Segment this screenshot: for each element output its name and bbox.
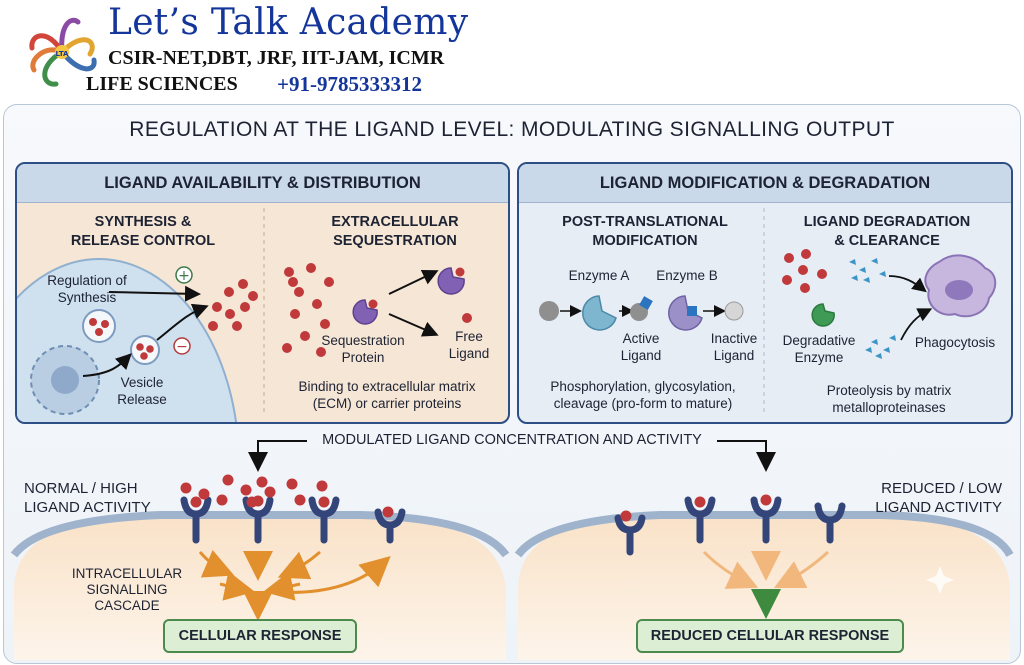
brand-exams: CSIR-NET,DBT, JRF, IIT-JAM, ICMR	[108, 47, 445, 69]
phagocyte-nucleus	[945, 280, 973, 300]
enzyme-a-icon	[582, 295, 617, 331]
modification-illustration	[539, 208, 997, 414]
modulation-right-arrow	[717, 440, 776, 472]
cellular-response-box: CELLULAR RESPONSE	[163, 619, 357, 653]
active-ligand-icon	[630, 303, 648, 321]
logo-emblem-icon: LTA	[29, 18, 97, 87]
ptm-caption: Phosphorylation, glycosylation,cleavage …	[550, 379, 736, 411]
left-free-ligands	[180, 474, 328, 508]
modulated-ligand-label: MODULATED LIGAND CONCENTRATION AND ACTIV…	[308, 432, 716, 448]
enzyme-b-label: Enzyme B	[656, 268, 718, 283]
pro-ligand-icon	[539, 301, 559, 321]
plus-sign: +	[178, 268, 190, 284]
reduced-response-box: REDUCED CELLULAR RESPONSE	[636, 619, 904, 653]
released-ligands	[208, 279, 258, 331]
release-arrow	[156, 303, 209, 341]
ligand-fragments-top	[849, 258, 886, 283]
sparkle-icon	[926, 566, 954, 594]
sequestered-ligands	[282, 263, 334, 357]
inactive-ligand-icon	[724, 301, 744, 321]
left-cascade-arrows	[198, 549, 391, 621]
modification-tag-icon	[639, 296, 653, 310]
phagocytosis-label: Phagocytosis	[914, 335, 996, 350]
right-bound-ligands	[620, 494, 772, 522]
degradation-title: LIGAND DEGRADATION& CLEARANCE	[803, 214, 971, 249]
vesicle-path-arrow	[82, 353, 132, 377]
positive-regulation-icon	[175, 266, 193, 284]
brand-subject: LIFE SCIENCES	[86, 73, 238, 95]
vesicle-lower	[130, 335, 160, 365]
nucleolus	[51, 366, 79, 394]
synthesis-arrow	[108, 285, 201, 302]
brand-phone: +91-9785333312	[277, 72, 422, 96]
to-phagocyte-arrow	[888, 275, 927, 293]
negative-regulation-icon	[173, 337, 191, 355]
modulation-left-arrow	[248, 440, 307, 472]
fragments-arrow	[900, 308, 933, 341]
to-free-ligand-arrow	[388, 313, 439, 337]
academy-logo: LTA	[18, 8, 106, 96]
bound-carrier-icon	[437, 267, 465, 295]
release-free-arrow	[388, 269, 439, 295]
degradative-enzyme-icon	[811, 303, 835, 327]
enzyme-b-icon	[668, 295, 703, 331]
right-cascade-arrows	[702, 550, 830, 589]
minus-sign: −	[176, 339, 188, 355]
sequestration-caption: Binding to extracellular matrix(ECM) or …	[298, 379, 476, 411]
sequestration-protein-icon	[352, 299, 378, 325]
brand-title: Let’s Talk Academy	[108, 2, 469, 43]
ligand-availability-panel: LIGAND AVAILABILITY & DISTRIBUTION + −	[15, 162, 510, 424]
ligand-availability-panel-title: LIGAND AVAILABILITY & DISTRIBUTION	[17, 164, 508, 203]
left-receptors	[180, 496, 406, 544]
free-ligand-dot	[462, 313, 472, 323]
synthesis-title: SYNTHESIS &RELEASE CONTROL	[70, 214, 216, 249]
enzyme-a-label: Enzyme A	[568, 268, 630, 283]
availability-illustration: + −	[17, 208, 472, 422]
vesicle-upper	[82, 309, 116, 343]
enzyme-b-bound-tag	[687, 306, 697, 316]
left-cytoplasm	[14, 517, 506, 660]
right-receptors	[614, 496, 846, 556]
ligand-modification-panel: LIGAND MODIFICATION & DEGRADATION	[517, 162, 1013, 424]
ligands-to-degrade	[782, 249, 827, 293]
logo-text: LTA	[56, 50, 70, 58]
ligand-fragments-bottom	[865, 335, 896, 359]
ligand-modification-panel-title: LIGAND MODIFICATION & DEGRADATION	[519, 164, 1011, 203]
main-title: REGULATION AT THE LIGAND LEVEL: MODULATI…	[129, 118, 895, 141]
